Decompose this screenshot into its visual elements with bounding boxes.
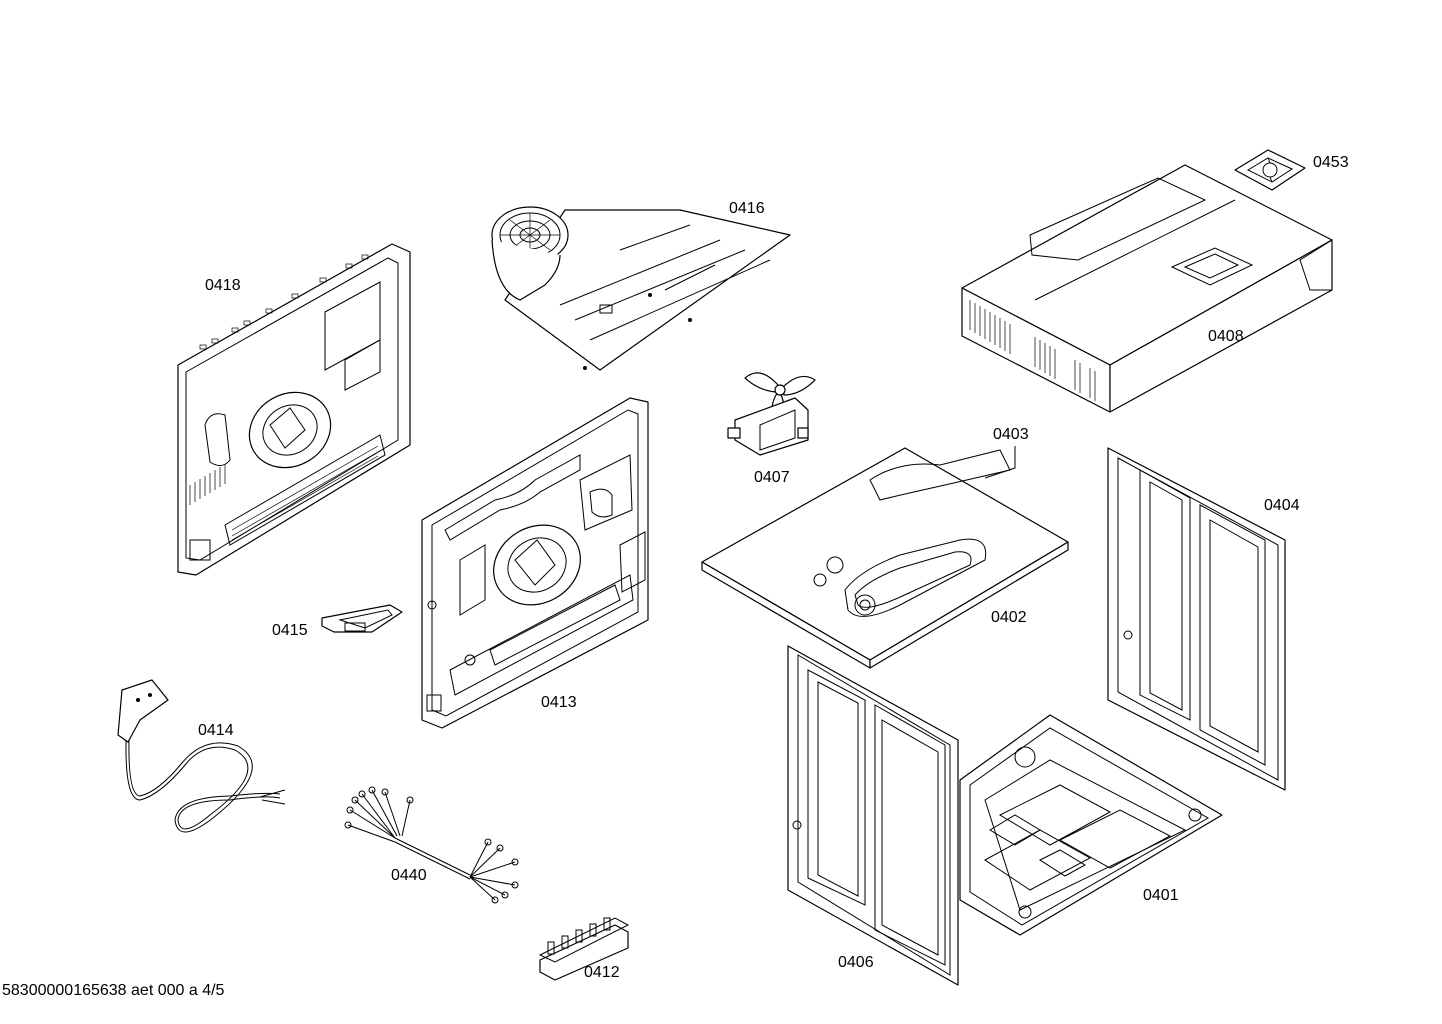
part-0440-drawing <box>344 786 519 904</box>
part-0412-drawing <box>538 917 630 981</box>
part-label-0403: 0403 <box>993 426 1029 443</box>
part-label-0407: 0407 <box>754 469 790 486</box>
part-label-0418: 0418 <box>205 277 241 294</box>
part-label-0413: 0413 <box>541 694 577 711</box>
part-0406-drawing <box>787 645 959 986</box>
part-0415-drawing <box>321 604 403 633</box>
part-0413-drawing <box>421 397 649 729</box>
part-0403-leader <box>984 446 1016 479</box>
part-0416-drawing <box>491 206 791 371</box>
part-0404-drawing <box>1107 447 1286 791</box>
part-label-0408: 0408 <box>1208 328 1244 345</box>
document-footer-code: 58300000165638 aet 000 a 4/5 <box>2 982 225 999</box>
part-0414-drawing <box>117 679 286 833</box>
part-label-0402: 0402 <box>991 609 1027 626</box>
part-0408-drawing <box>961 164 1333 413</box>
part-label-0412: 0412 <box>584 964 620 981</box>
part-label-0406: 0406 <box>838 954 874 971</box>
part-label-0440: 0440 <box>391 867 427 884</box>
part-label-0414: 0414 <box>198 722 234 739</box>
part-label-0415: 0415 <box>272 622 308 639</box>
part-0418-drawing <box>177 243 411 576</box>
part-label-0416: 0416 <box>729 200 765 217</box>
part-0453-drawing <box>1234 149 1306 191</box>
part-0402-drawing <box>701 447 1069 669</box>
part-0401-drawing <box>959 714 1223 936</box>
part-label-0404: 0404 <box>1264 497 1300 514</box>
part-label-0453: 0453 <box>1313 154 1349 171</box>
part-0407-drawing <box>727 372 816 456</box>
part-label-0401: 0401 <box>1143 887 1179 904</box>
